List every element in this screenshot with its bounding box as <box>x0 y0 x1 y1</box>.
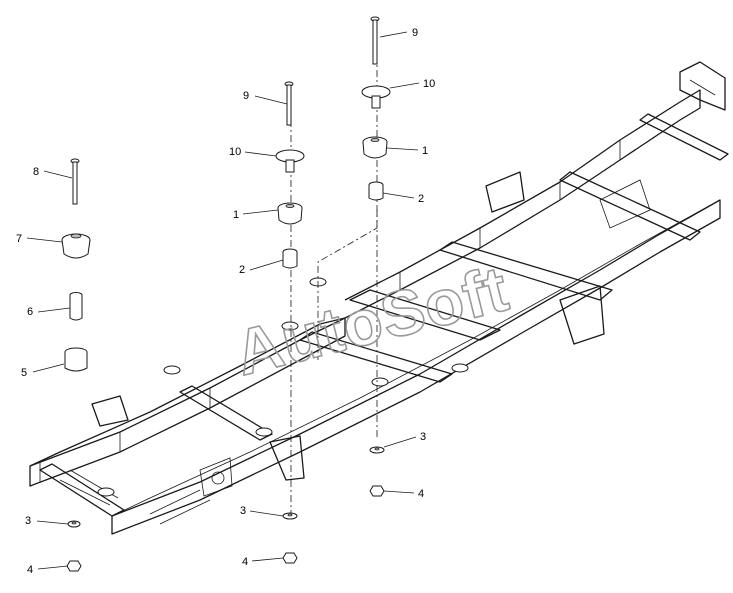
callout-3-middle: 3 <box>240 505 246 517</box>
watermark-logo: AutoSoft <box>228 252 515 389</box>
washer-10-middle <box>275 149 305 173</box>
parts-right-group <box>361 16 391 497</box>
callout-9-middle: 9 <box>243 90 249 102</box>
callout-5: 5 <box>21 367 27 379</box>
bolt-9-right <box>370 16 380 65</box>
callout-10-middle: 10 <box>229 146 241 158</box>
callout-2-right: 2 <box>418 193 424 205</box>
callout-2-middle: 2 <box>239 264 245 276</box>
cushion-5 <box>64 347 88 372</box>
bolt-8 <box>70 158 80 205</box>
callout-8: 8 <box>33 166 39 178</box>
parts-middle-group <box>275 81 305 564</box>
cushion-1-middle <box>277 202 303 225</box>
cushion-1-right <box>362 136 388 159</box>
nut-4-middle <box>282 552 298 564</box>
washer-3-middle <box>282 512 298 520</box>
bolt-9-middle <box>284 81 294 126</box>
callout-4-right: 4 <box>418 488 424 500</box>
sleeve-2-middle <box>282 248 298 269</box>
nut-4-left <box>66 560 82 572</box>
assembly-centerlines <box>290 25 378 515</box>
cushion-7 <box>61 233 91 259</box>
callout-1-middle: 1 <box>233 209 239 221</box>
callout-3-right: 3 <box>420 431 426 443</box>
callout-10-right: 10 <box>423 78 435 90</box>
nut-4-right <box>369 485 385 497</box>
chassis-frame <box>29 61 729 535</box>
callout-6: 6 <box>27 306 33 318</box>
callout-7: 7 <box>16 233 22 245</box>
callout-4-middle: 4 <box>242 556 248 568</box>
callout-1-right: 1 <box>422 145 428 157</box>
leader-lines <box>26 31 420 570</box>
washer-10-right <box>361 85 391 109</box>
callout-9-right: 9 <box>412 27 418 39</box>
sleeve-2-right <box>368 181 384 201</box>
washer-3-left <box>67 520 81 528</box>
callout-3-left: 3 <box>25 515 31 527</box>
callout-4-left: 4 <box>27 564 33 576</box>
washer-3-right <box>369 446 385 454</box>
callout-labels: 8 7 6 5 3 4 9 10 1 2 3 4 9 10 1 2 3 4 <box>16 27 435 576</box>
sleeve-6 <box>69 292 83 321</box>
parts-left-group <box>61 158 91 572</box>
